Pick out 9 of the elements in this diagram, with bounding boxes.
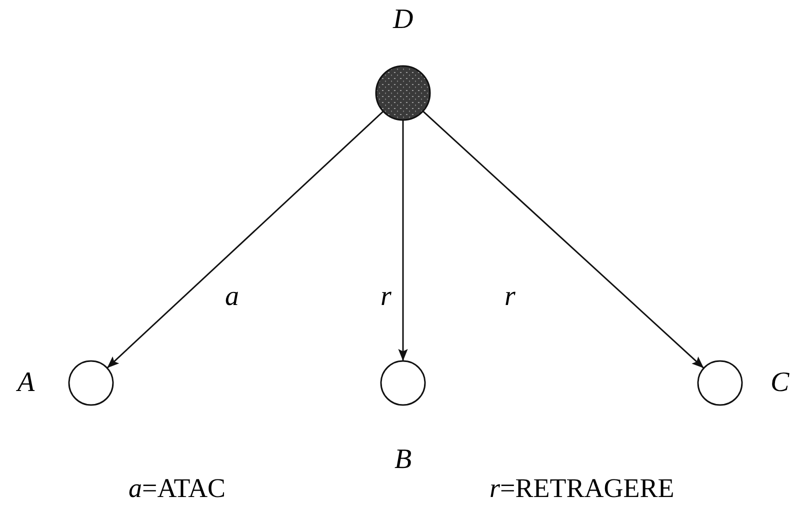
- node-label: A: [18, 368, 35, 398]
- node-label: D: [393, 5, 414, 35]
- node-label: B: [394, 445, 412, 475]
- node-label: C: [770, 368, 790, 398]
- legend-note: a=ATAC: [128, 473, 226, 503]
- arrow: [398, 120, 408, 361]
- legend-note: r=RETRAGERE: [490, 473, 674, 503]
- arrow: [106, 110, 384, 369]
- arrow: [422, 110, 704, 369]
